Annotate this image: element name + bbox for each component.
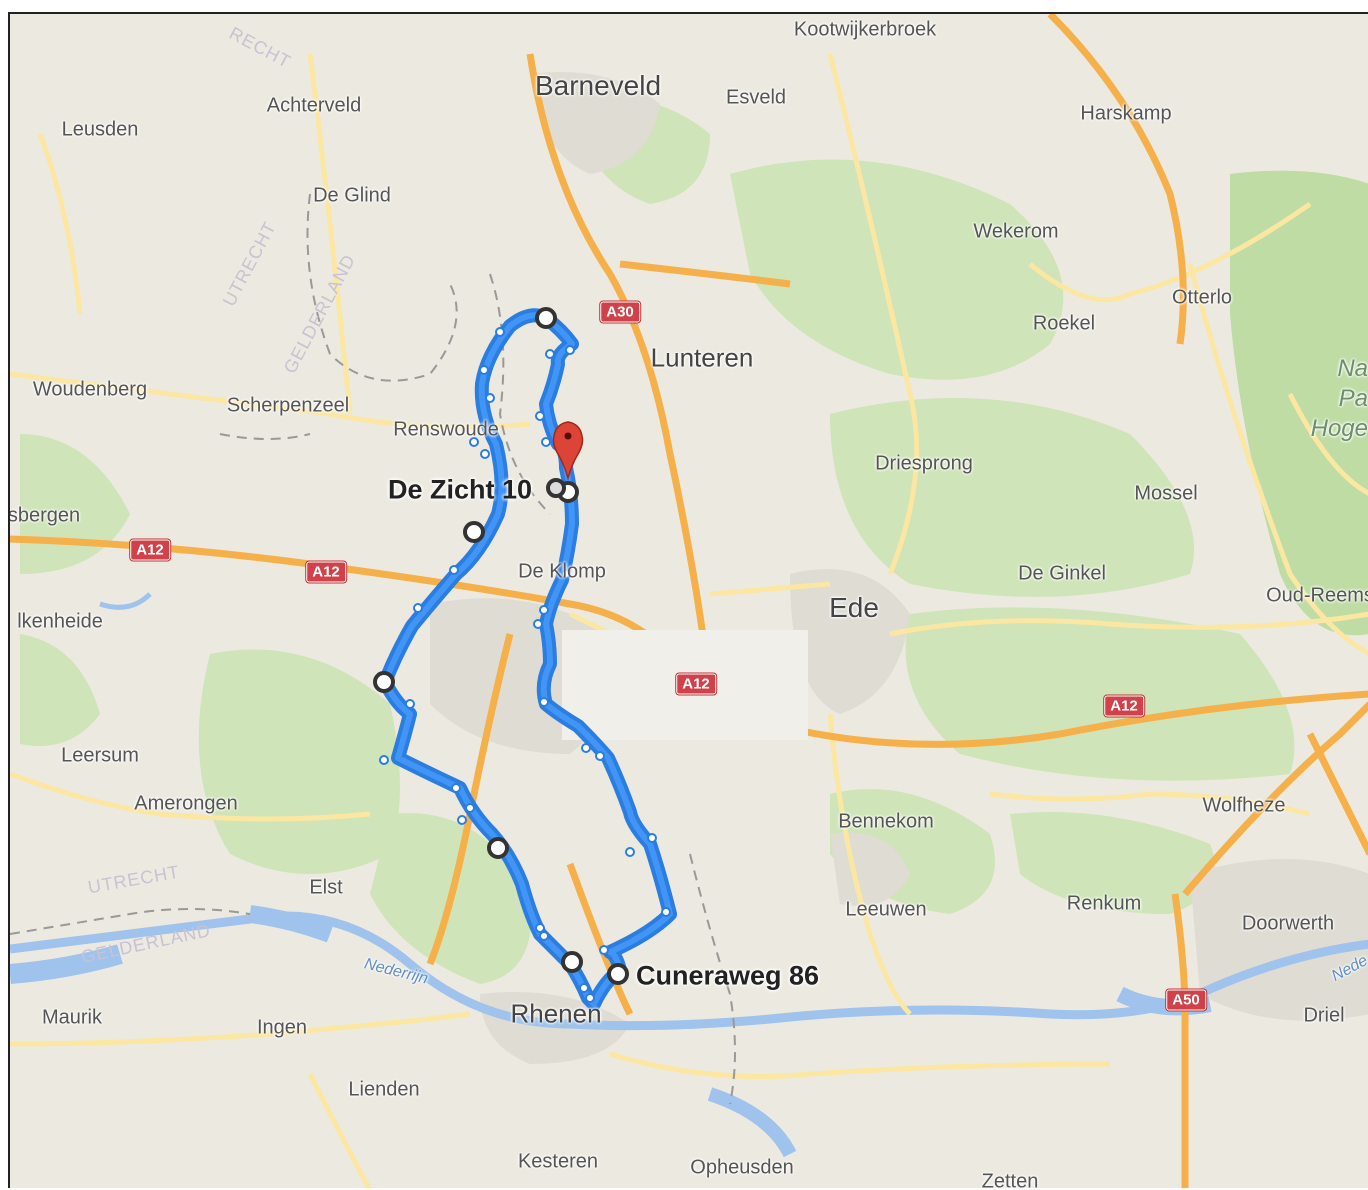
place-label-de-klomp: De Klomp	[518, 560, 606, 583]
place-label-achterveld: Achterveld	[266, 94, 362, 117]
place-label-wolfheze: Wolfheze	[1202, 794, 1286, 817]
place-label-harskamp: Harskamp	[1080, 102, 1172, 125]
place-label-wekerom: Wekerom	[973, 220, 1059, 243]
place-label-bennekom: Bennekom	[838, 810, 934, 833]
place-label-roekel: Roekel	[1032, 312, 1096, 335]
route-waypoint-icons	[373, 307, 629, 985]
place-label-oud-reemst: Oud-Reems	[1266, 584, 1368, 607]
place-label-veenendaal-bergen: sbergen	[8, 504, 81, 527]
road-shield-a50: A50	[1166, 989, 1206, 1011]
place-label-leersum: Leersum	[61, 744, 139, 767]
place-label-renswoude: Renswoude	[393, 418, 499, 441]
map-background	[10, 14, 1368, 1188]
route-waypoint-icon[interactable]	[535, 307, 557, 329]
place-label-kootwijkerbroek: Kootwijkerbroek	[793, 18, 937, 41]
place-label-driel: Driel	[1303, 1004, 1345, 1027]
place-label-ingen: Ingen	[256, 1016, 308, 1039]
place-label-barneveld: Barneveld	[534, 70, 662, 101]
place-label-amerongen: Amerongen	[134, 792, 238, 815]
place-label-valkenheide: lkenheide	[17, 610, 103, 633]
place-label-opheusden: Opheusden	[690, 1156, 794, 1179]
place-label-de-ginkel: De Ginkel	[1018, 562, 1106, 585]
place-label-leeuwen: Leeuwen	[845, 898, 927, 921]
minor-roads	[10, 53, 1368, 1188]
place-label-leusden: Leusden	[61, 118, 139, 141]
route-waypoint-icon[interactable]	[607, 963, 629, 985]
place-label-mossel: Mossel	[1134, 482, 1198, 505]
place-label-rhenen: Rhenen	[510, 998, 602, 1029]
road-shield-a12-east: A12	[1104, 695, 1144, 717]
route-waypoint-icon[interactable]	[463, 521, 485, 543]
map-canvas[interactable]	[10, 14, 1368, 1188]
place-label-lunteren: Lunteren	[650, 342, 754, 373]
route-waypoint-icon[interactable]	[373, 671, 395, 693]
place-label-elst: Elst	[309, 876, 343, 899]
place-label-scherpenzeel: Scherpenzeel	[226, 394, 350, 417]
road-shield-a12-center: A12	[676, 673, 716, 695]
place-label-lienden: Lienden	[348, 1078, 420, 1101]
bicycle-route	[378, 308, 677, 1011]
place-label-esveld: Esveld	[725, 86, 787, 109]
end-address-label: Cuneraweg 86	[636, 960, 820, 991]
route-waypoint-icon[interactable]	[487, 837, 509, 859]
national-park-label-line1: Na	[1337, 355, 1368, 382]
route-dots	[379, 327, 671, 1003]
route-waypoint-icon[interactable]	[561, 951, 583, 973]
place-label-zetten: Zetten	[981, 1170, 1039, 1189]
place-label-ede: Ede	[829, 592, 879, 623]
road-shield-a12-west2: A12	[306, 561, 346, 583]
place-label-otterlo: Otterlo	[1171, 286, 1233, 309]
place-label-de-glind: De Glind	[313, 184, 391, 207]
place-label-driesprong: Driesprong	[875, 452, 973, 475]
road-shield-a12-west: A12	[130, 539, 170, 561]
place-label-maurik: Maurik	[41, 1006, 103, 1029]
road-shield-a30: A30	[600, 301, 640, 323]
place-label-doorwerth: Doorwerth	[1241, 912, 1335, 935]
start-address-label: De Zicht 10	[388, 474, 533, 505]
province-border	[10, 193, 736, 1105]
national-park-label-line2: Pa	[1338, 385, 1368, 412]
map-pin-icon[interactable]	[552, 421, 584, 481]
place-label-renkum: Renkum	[1066, 892, 1142, 915]
place-label-woudenberg: Woudenberg	[32, 378, 148, 401]
route-waypoint-icon[interactable]	[546, 478, 566, 498]
national-park-label-line3: Hoge	[1310, 415, 1368, 442]
place-label-kesteren: Kesteren	[517, 1150, 599, 1173]
